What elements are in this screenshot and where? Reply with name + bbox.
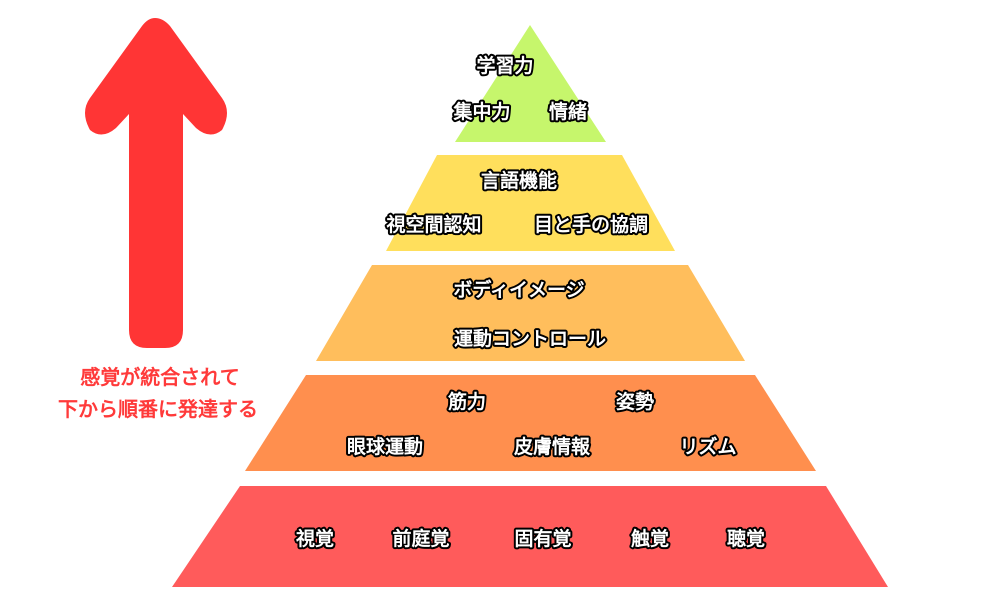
label-eye-hand: 目と手の協調 (534, 213, 648, 236)
label-language: 言語機能 (481, 169, 557, 192)
label-learning: 学習力 (476, 54, 533, 77)
label-posture: 姿勢 (616, 390, 654, 413)
side-caption-line-2: 下から順番に発達する (58, 397, 258, 421)
side-caption-line-1: 感覚が統合されて (80, 365, 239, 389)
label-skin-info: 皮膚情報 (514, 435, 591, 458)
pyramid-tier-4 (245, 375, 816, 471)
label-body-image: ボディイメージ (453, 278, 584, 301)
label-hearing: 聴覚 (727, 527, 765, 550)
label-eye-movement: 眼球運動 (347, 435, 423, 458)
label-touch: 触覚 (631, 527, 669, 550)
pyramid-tier-5 (172, 486, 888, 587)
label-visuospatial: 視空間認知 (385, 213, 481, 236)
upward-arrow (85, 18, 227, 348)
pyramid-tier-2 (386, 155, 675, 251)
label-rhythm: リズム (679, 435, 736, 458)
label-concentration: 集中力 (452, 100, 510, 123)
label-vision: 視覚 (295, 527, 334, 550)
label-motor-control: 運動コントロール (454, 328, 606, 350)
pyramid-tier-1 (455, 25, 606, 142)
label-emotion: 情緒 (549, 100, 587, 123)
label-vestibular: 前庭覚 (392, 527, 449, 550)
label-proprioception: 固有覚 (514, 527, 571, 550)
label-muscle: 筋力 (448, 390, 486, 413)
pyramid-tier-3 (316, 265, 745, 361)
